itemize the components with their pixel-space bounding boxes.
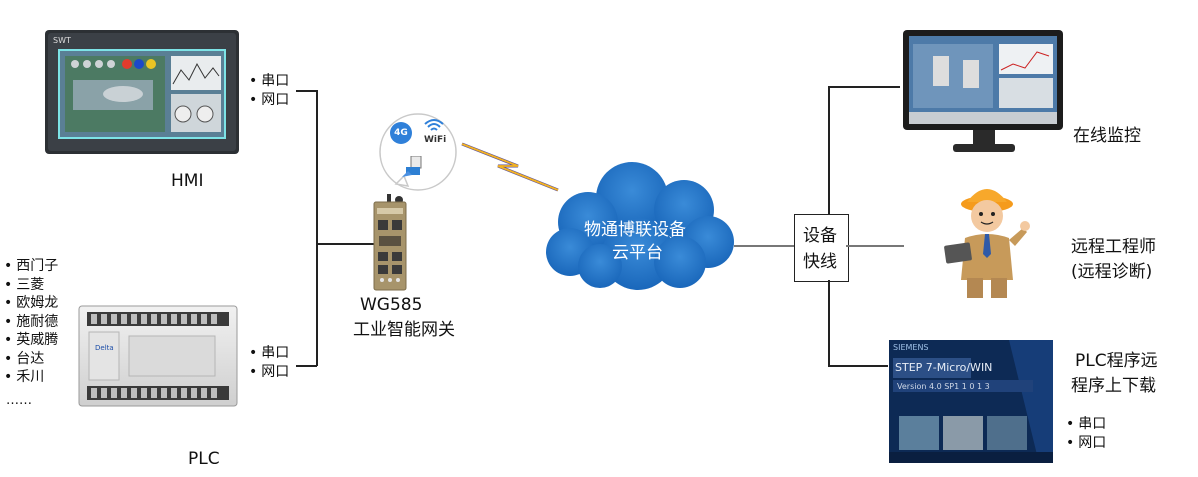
plc-port-ethernet: 网口 (249, 363, 289, 382)
hmi-label: HMI (171, 171, 204, 191)
plc-brand-list: 西门子 三菱 欧姆龙 施耐德 英威腾 台达 禾川 (4, 257, 58, 387)
gateway-bubble (374, 112, 462, 192)
right-port-ethernet: 网口 (1066, 434, 1106, 453)
right-port-serial: 串口 (1066, 415, 1106, 434)
quickbox-line1: 设备 (803, 226, 837, 246)
wifi-label: WiFi (424, 135, 447, 145)
engineer-connector (846, 245, 904, 247)
engineer-label-line2: (远程诊断) (1071, 262, 1153, 282)
step7-title: STEP 7-Micro/WIN (895, 361, 993, 374)
svg-text:SWT: SWT (53, 36, 71, 45)
wireless-signal-bolt (460, 140, 560, 196)
cloud-label-line1: 物通博联设备 (584, 220, 686, 240)
plc-label: PLC (188, 449, 220, 469)
program-label-line1: PLC程序远 (1075, 351, 1158, 371)
gateway-model-label: WG585 (360, 295, 423, 315)
plc-brand: 禾川 (4, 368, 58, 387)
plc-port-serial: 串口 (249, 344, 289, 363)
monitor-label: 在线监控 (1073, 126, 1141, 146)
plc-brand: 欧姆龙 (4, 294, 58, 313)
hmi-device-image: SWT (45, 30, 239, 154)
gateway-device-image (373, 194, 407, 292)
hmi-port-serial: 串口 (249, 72, 289, 91)
monitor-connector (828, 86, 900, 88)
plc-brand: 西门子 (4, 257, 58, 276)
quickbox-line2: 快线 (803, 252, 837, 272)
step7-brand: SIEMENS (893, 343, 929, 352)
wifi-icon (423, 118, 445, 134)
program-label-line2: 程序上下载 (1071, 376, 1156, 396)
device-quickline-box (794, 214, 849, 282)
engineer-figure (937, 180, 1037, 300)
hmi-port-list: 串口 网口 (249, 72, 289, 109)
step7-software-screen: SIEMENS STEP 7-Micro/WIN Version 4.0 SP1… (889, 340, 1053, 463)
step7-version: Version 4.0 SP1 1 0 1 3 (897, 382, 990, 391)
gateway-connector-horizontal (316, 243, 376, 245)
plc-brand: 三菱 (4, 276, 58, 295)
left-bus-vertical (316, 90, 318, 366)
right-bus-vertical-lower (828, 280, 830, 366)
usb-stick-icon (402, 155, 428, 178)
cloud-label-line2: 云平台 (612, 243, 663, 263)
plc-device-image: Delta (77, 302, 239, 410)
plc-port-list: 串口 网口 (249, 344, 289, 381)
cloud-to-quickbox-line (734, 245, 795, 247)
plc-brand-ellipsis: …… (6, 393, 32, 408)
plc-brand: 台达 (4, 350, 58, 369)
hmi-port-ethernet: 网口 (249, 91, 289, 110)
plc-connector-horizontal (296, 365, 317, 367)
plc-brand: 英威腾 (4, 331, 58, 350)
engineer-label-line1: 远程工程师 (1071, 237, 1156, 257)
plc-brand: 施耐德 (4, 313, 58, 332)
4g-badge-icon: 4G (390, 122, 412, 144)
monitor-image (903, 30, 1063, 154)
right-bus-vertical (828, 86, 830, 215)
program-connector (828, 365, 888, 367)
right-port-list: 串口 网口 (1066, 415, 1106, 452)
cloud-platform-shape (540, 158, 736, 292)
svg-text:Delta: Delta (95, 344, 114, 352)
hmi-connector-horizontal (296, 90, 317, 92)
gateway-name-label: 工业智能网关 (353, 320, 455, 340)
